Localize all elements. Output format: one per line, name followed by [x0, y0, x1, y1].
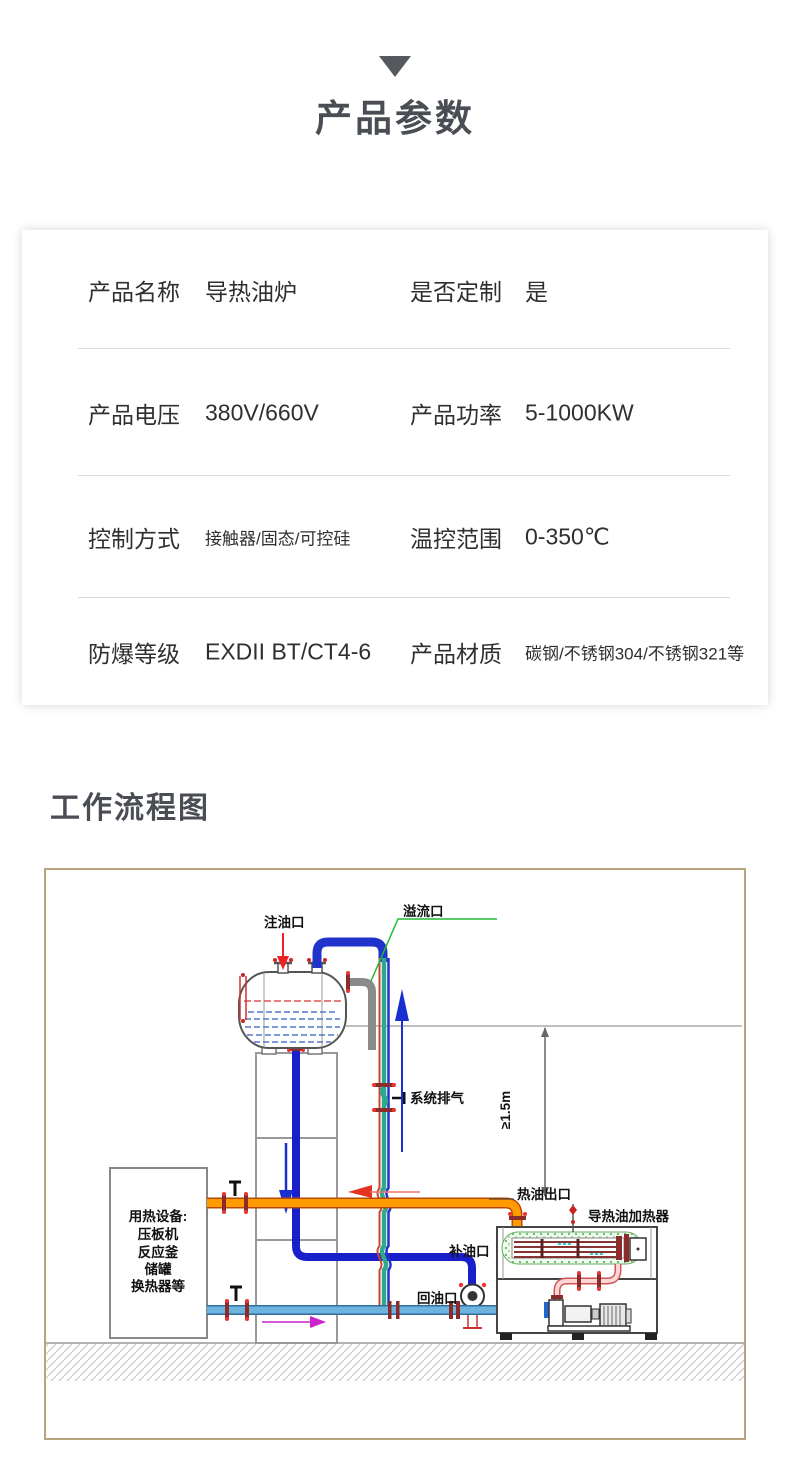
overflow-annotation: 溢流口: [370, 903, 497, 982]
equipment-label-line2: 压板机: [138, 1226, 179, 1242]
height-dimension-label: ≥1.5m: [498, 1091, 513, 1129]
flow-diagram: 用热设备: 压板机 反应釜 储罐 换热器等 ≥1.5m: [44, 868, 746, 1440]
param-label: 是否定制: [410, 278, 502, 305]
hot-oil-pipe: 热油出口: [207, 1180, 571, 1232]
ground-hatch: [46, 1342, 744, 1381]
heat-equipment-box: 用热设备: 压板机 反应釜 储罐 换热器等: [109, 1167, 208, 1339]
left-flow-arrow-icon: [348, 1185, 372, 1198]
row-divider: [78, 348, 730, 349]
overflow-port-label: 溢流口: [403, 903, 444, 919]
param-label: 产品电压: [88, 401, 180, 428]
heater-label: 导热油加热器: [588, 1208, 669, 1224]
params-row: 产品名称 导热油炉 是否定制 是: [22, 230, 768, 349]
motor: [599, 1303, 632, 1329]
temperature-sensor: [569, 1204, 577, 1232]
circulation-pump: [544, 1299, 632, 1332]
param-value: 0-350℃: [525, 523, 610, 550]
heater-unit: 导热油加热器: [496, 1204, 669, 1340]
params-row: 防爆等级 EXDII BT/CT4-6 产品材质 碳钢/不锈钢304/不锈钢32…: [22, 598, 768, 705]
equipment-label-line3: 反应釜: [138, 1244, 179, 1260]
param-value: 接触器/固态/可控硅: [205, 529, 351, 549]
riser-pipe: [312, 937, 392, 1306]
section-title-flow: 工作流程图: [50, 792, 210, 825]
param-value: 380V/660V: [205, 399, 319, 425]
param-label: 温控范围: [410, 526, 502, 552]
heating-elements: [514, 1241, 616, 1258]
fill-port-label: 注油口: [264, 914, 305, 930]
param-label: 产品名称: [88, 278, 180, 305]
makeup-pump: 补油口: [448, 1243, 490, 1329]
makeup-port-label: 补油口: [448, 1243, 490, 1259]
up-flow-arrow-icon: [395, 989, 409, 1021]
row-divider: [78, 475, 730, 476]
heater-internal-pipe: [551, 1264, 622, 1303]
section-title-params: 产品参数: [315, 98, 475, 139]
expansion-tank: [238, 958, 347, 1055]
right-flow-arrow-icon: [310, 1316, 326, 1328]
fill-port-arrow-icon: [277, 956, 289, 970]
params-card: 产品名称 导热油炉 是否定制 是 产品电压 380V/660V 产品功率 5-1…: [22, 230, 768, 705]
heater-vessel: [501, 1231, 647, 1265]
param-value: 是: [525, 278, 548, 305]
param-label: 产品功率: [410, 401, 502, 428]
up-flow-arrow: [395, 989, 409, 1152]
row-divider: [78, 597, 730, 598]
equipment-label-line1: 用热设备:: [129, 1208, 188, 1224]
overflow-pipe: [346, 971, 376, 1050]
diagram-border: [44, 868, 746, 1440]
return-port-label: 回油口: [417, 1290, 458, 1306]
params-row: 产品电压 380V/660V 产品功率 5-1000KW: [22, 349, 768, 476]
return-valve: [225, 1285, 249, 1321]
system-vent-label: 系统排气: [410, 1090, 464, 1106]
param-value: 碳钢/不锈钢304/不锈钢321等: [525, 644, 745, 663]
level-gauge: [239, 976, 247, 1020]
param-value: 5-1000KW: [525, 399, 634, 425]
oil-liquid-hatch: [245, 1011, 340, 1043]
hot-oil-outlet-label: 热油出口: [517, 1186, 571, 1202]
param-label: 产品材质: [410, 640, 502, 667]
fill-port-annotation: 注油口: [264, 914, 305, 970]
param-value: 导热油炉: [205, 278, 297, 305]
system-vent-valve: 系统排气: [372, 1083, 464, 1112]
param-label: 控制方式: [88, 526, 180, 552]
supply-valve: [222, 1180, 248, 1214]
param-label: 防爆等级: [88, 640, 180, 667]
param-value: EXDII BT/CT4-6: [205, 638, 372, 664]
height-dimension: ≥1.5m: [346, 1025, 742, 1197]
params-row: 控制方式 接触器/固态/可控硅 温控范围 0-350℃: [22, 476, 768, 598]
equipment-label-line4: 储罐: [144, 1261, 172, 1277]
down-triangle-icon: [379, 56, 411, 77]
equipment-label-line5: 换热器等: [131, 1278, 185, 1294]
